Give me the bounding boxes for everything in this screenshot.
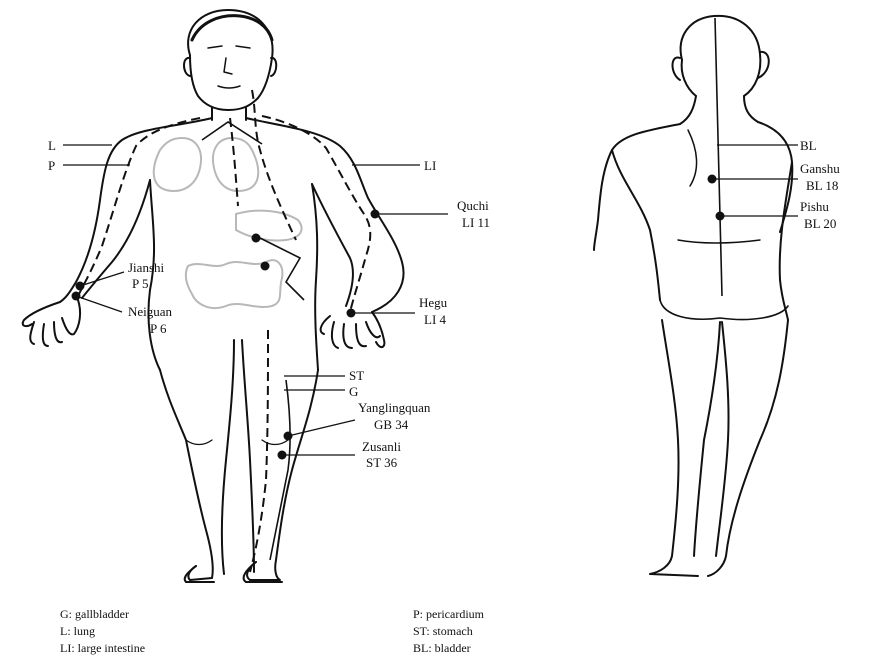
label-quchi-name: Quchi (457, 198, 489, 213)
front-acupoints (72, 210, 380, 460)
legend-item-large-intestine: LI: large intestine (60, 640, 145, 657)
label-yanglingquan-code: GB 34 (374, 417, 409, 432)
label-pishu-code: BL 20 (804, 216, 836, 231)
label-ganshu-name: Ganshu (800, 161, 840, 176)
label-l: L (48, 138, 56, 153)
label-zusanli-code: ST 36 (366, 455, 398, 470)
label-g: G (349, 384, 358, 399)
legend-item-lung: L: lung (60, 623, 145, 640)
label-p: P (48, 158, 55, 173)
label-zusanli-name: Zusanli (362, 439, 401, 454)
label-ganshu-code: BL 18 (806, 178, 838, 193)
legend-left: G: gallbladder L: lung LI: large intesti… (60, 606, 145, 657)
label-st: ST (349, 368, 364, 383)
back-acupoints (708, 175, 725, 221)
front-organs (154, 138, 302, 308)
stomach-point-2 (261, 262, 270, 271)
label-hegu-name: Hegu (419, 295, 448, 310)
stomach-point-1 (252, 234, 261, 243)
back-body (594, 16, 792, 576)
legend-item-gallbladder: G: gallbladder (60, 606, 145, 623)
label-li: LI (424, 158, 436, 173)
legend-item-stomach: ST: stomach (413, 623, 484, 640)
label-pishu-name: Pishu (800, 199, 829, 214)
legend-right: P: pericardium ST: stomach BL: bladder (413, 606, 484, 657)
legend-item-bladder: BL: bladder (413, 640, 484, 657)
front-solid-channels (202, 122, 304, 560)
legend-item-pericardium: P: pericardium (413, 606, 484, 623)
front-meridians (78, 90, 370, 572)
label-bl: BL (800, 138, 817, 153)
back-labels: BL Ganshu BL 18 Pishu BL 20 (800, 138, 840, 231)
label-jianshi-code: P 5 (132, 276, 149, 291)
front-labels: L P LI Quchi LI 11 Jianshi P 5 Neiguan P… (48, 138, 490, 470)
label-jianshi-name: Jianshi (128, 260, 165, 275)
back-spine-line (715, 18, 722, 296)
label-neiguan-code: P 6 (150, 321, 167, 336)
label-neiguan-name: Neiguan (128, 304, 173, 319)
label-yanglingquan-name: Yanglingquan (358, 400, 431, 415)
label-quchi-code: LI 11 (462, 215, 490, 230)
label-hegu-code: LI 4 (424, 312, 447, 327)
